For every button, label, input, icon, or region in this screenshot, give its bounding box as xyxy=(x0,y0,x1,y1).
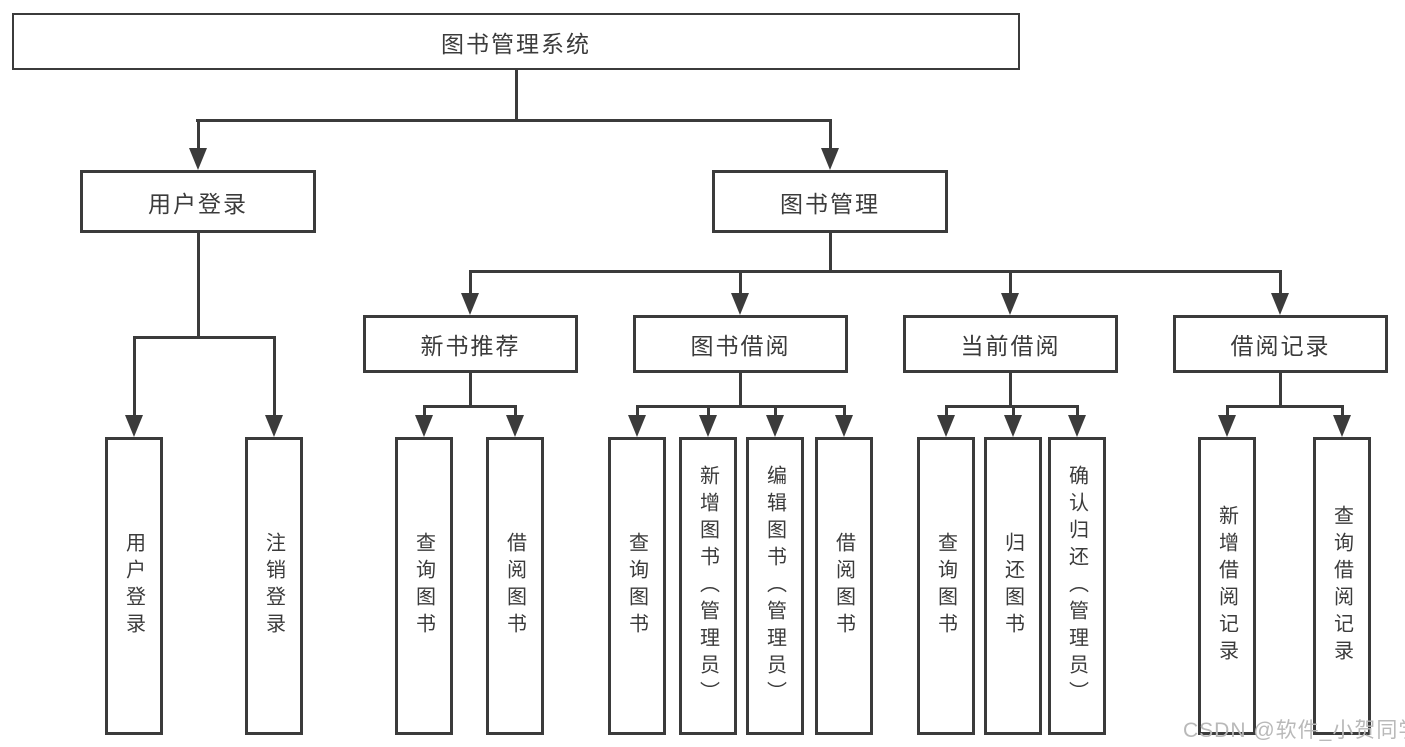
connector-line xyxy=(469,270,1282,273)
arrow-down-icon xyxy=(265,415,283,437)
connector-line xyxy=(133,336,136,417)
arrow-down-icon xyxy=(1001,293,1019,315)
arrow-down-icon xyxy=(1271,293,1289,315)
leaf-confirm-return-admin: 确认归还（管理员） xyxy=(1048,437,1106,735)
leaf-edit-books-admin: 编辑图书（管理员） xyxy=(746,437,804,735)
connector-line xyxy=(829,231,832,272)
connector-line xyxy=(1009,270,1012,295)
arrow-down-icon xyxy=(506,415,524,437)
leaf-query-books-1: 查询图书 xyxy=(395,437,453,735)
connector-line xyxy=(514,405,517,417)
connector-line xyxy=(707,405,710,417)
leaf-logout: 注销登录 xyxy=(245,437,303,735)
connector-line xyxy=(1226,405,1229,417)
node-user-login: 用户登录 xyxy=(80,170,316,233)
connector-line xyxy=(1279,371,1282,407)
connector-line xyxy=(197,119,200,150)
connector-line xyxy=(1341,405,1344,417)
arrow-down-icon xyxy=(937,415,955,437)
node-new-book-recommend: 新书推荐 xyxy=(363,315,578,373)
connector-line xyxy=(469,270,472,295)
connector-line xyxy=(774,405,777,417)
arrow-down-icon xyxy=(1068,415,1086,437)
connector-line xyxy=(1012,405,1015,417)
arrow-down-icon xyxy=(461,293,479,315)
connector-line xyxy=(636,405,846,408)
arrow-down-icon xyxy=(1004,415,1022,437)
connector-line xyxy=(1009,371,1012,407)
arrow-down-icon xyxy=(189,148,207,170)
leaf-query-borrow-record: 查询借阅记录 xyxy=(1313,437,1371,735)
connector-line xyxy=(196,119,832,122)
connector-line xyxy=(829,119,832,150)
node-book-management: 图书管理 xyxy=(712,170,948,233)
node-current-borrow: 当前借阅 xyxy=(903,315,1118,373)
arrow-down-icon xyxy=(1333,415,1351,437)
connector-line xyxy=(636,405,639,417)
node-book-borrow: 图书借阅 xyxy=(633,315,848,373)
arrow-down-icon xyxy=(415,415,433,437)
leaf-query-books-2: 查询图书 xyxy=(608,437,666,735)
connector-line xyxy=(843,405,846,417)
leaf-add-books-admin: 新增图书（管理员） xyxy=(679,437,737,735)
node-root: 图书管理系统 xyxy=(12,13,1020,70)
connector-line xyxy=(515,70,518,120)
node-borrow-records: 借阅记录 xyxy=(1173,315,1388,373)
leaf-user-login: 用户登录 xyxy=(105,437,163,735)
arrow-down-icon xyxy=(628,415,646,437)
connector-line xyxy=(273,336,276,417)
arrow-down-icon xyxy=(835,415,853,437)
leaf-add-borrow-record: 新增借阅记录 xyxy=(1198,437,1256,735)
connector-line xyxy=(945,405,948,417)
connector-line xyxy=(739,371,742,407)
leaf-query-books-3: 查询图书 xyxy=(917,437,975,735)
csdn-watermark: CSDN @软件_小贺同学 xyxy=(1183,719,1405,742)
connector-line xyxy=(1279,270,1282,295)
arrow-down-icon xyxy=(821,148,839,170)
leaf-return-books: 归还图书 xyxy=(984,437,1042,735)
connector-line xyxy=(1076,405,1079,417)
connector-line xyxy=(469,371,472,407)
connector-line xyxy=(197,231,200,338)
arrow-down-icon xyxy=(699,415,717,437)
connector-line xyxy=(133,336,276,339)
arrow-down-icon xyxy=(125,415,143,437)
connector-line xyxy=(423,405,426,417)
leaf-borrow-books-1: 借阅图书 xyxy=(486,437,544,735)
leaf-borrow-books-2: 借阅图书 xyxy=(815,437,873,735)
arrow-down-icon xyxy=(766,415,784,437)
connector-line xyxy=(739,270,742,295)
arrow-down-icon xyxy=(731,293,749,315)
connector-line xyxy=(1226,405,1344,408)
arrow-down-icon xyxy=(1218,415,1236,437)
connector-line xyxy=(423,405,517,408)
